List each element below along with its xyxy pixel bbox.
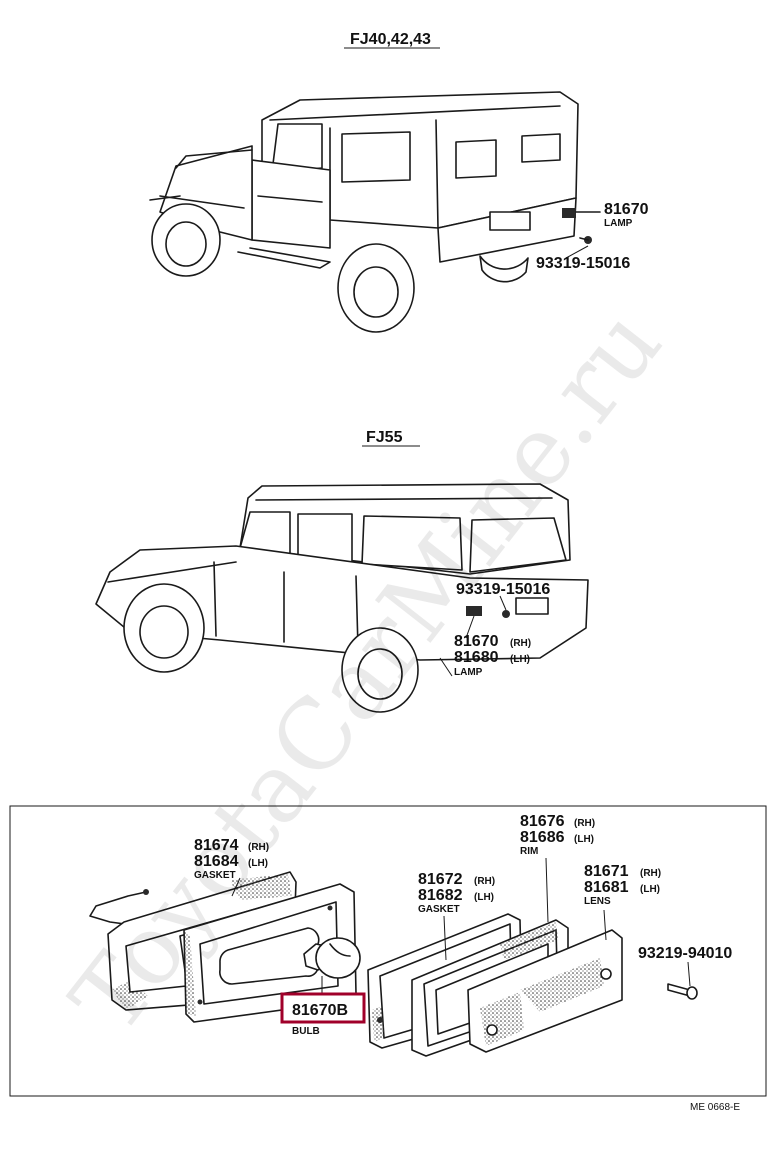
exploded-view: 81674 (RH) 81684 (LH) GASKET 81676 (RH) … (9, 805, 767, 1097)
label-81674: 81674 (194, 837, 239, 854)
label-81676-side: (RH) (574, 818, 595, 829)
label-rim: RIM (520, 846, 538, 857)
middle-callout-lamp-label: LAMP (454, 667, 483, 678)
label-81684-side: (LH) (248, 858, 268, 869)
screw-93219 (667, 961, 698, 1000)
middle-section-title: FJ55 (366, 429, 403, 446)
label-81686-side: (LH) (574, 834, 594, 845)
label-81682-side: (LH) (474, 892, 494, 903)
footer-code: ME 0668-E (690, 1102, 740, 1113)
exploded-view-border (9, 805, 767, 1097)
middle-callout-lh-code: 81680 (454, 649, 499, 666)
label-81682: 81682 (418, 887, 463, 904)
label-81681: 81681 (584, 879, 629, 896)
gasket-81674 (183, 883, 357, 1023)
label-81684: 81684 (194, 853, 239, 870)
middle-section: FJ55 (95, 429, 589, 713)
label-93219-94010: 93219-94010 (638, 945, 732, 962)
middle-callout-rh-code: 81670 (454, 633, 499, 650)
fj55-vehicle-drawing (95, 483, 589, 713)
top-callout-lamp-label: LAMP (604, 218, 633, 229)
fj40-vehicle-drawing (149, 91, 601, 333)
bulb-highlight-box[interactable] (280, 992, 366, 1024)
label-81672-side: (RH) (474, 876, 495, 887)
label-81676: 81676 (520, 813, 565, 830)
top-section: FJ40,42,43 (149, 31, 649, 333)
label-81674-side: (RH) (248, 842, 269, 853)
label-81681-side: (LH) (640, 884, 660, 895)
label-gasket-front: GASKET (418, 904, 460, 915)
label-81671-side: (RH) (640, 868, 661, 879)
middle-callout-rh-side: (RH) (510, 638, 531, 649)
top-callout-lamp-code: 81670 (604, 201, 649, 218)
middle-callout-screw-code: 93319-15016 (456, 581, 550, 598)
top-callout-screw-code: 93319-15016 (536, 255, 630, 272)
bulb-highlight-code[interactable]: 81670B (292, 1002, 348, 1019)
bulb-label: BULB (292, 1026, 320, 1037)
lens-81671 (467, 929, 623, 1053)
label-81671: 81671 (584, 863, 629, 880)
middle-callout-lh-side: (LH) (510, 654, 530, 665)
label-81686: 81686 (520, 829, 565, 846)
label-lens: LENS (584, 896, 611, 907)
label-gasket-rear: GASKET (194, 870, 236, 881)
label-81672: 81672 (418, 871, 463, 888)
top-section-title: FJ40,42,43 (350, 31, 431, 48)
